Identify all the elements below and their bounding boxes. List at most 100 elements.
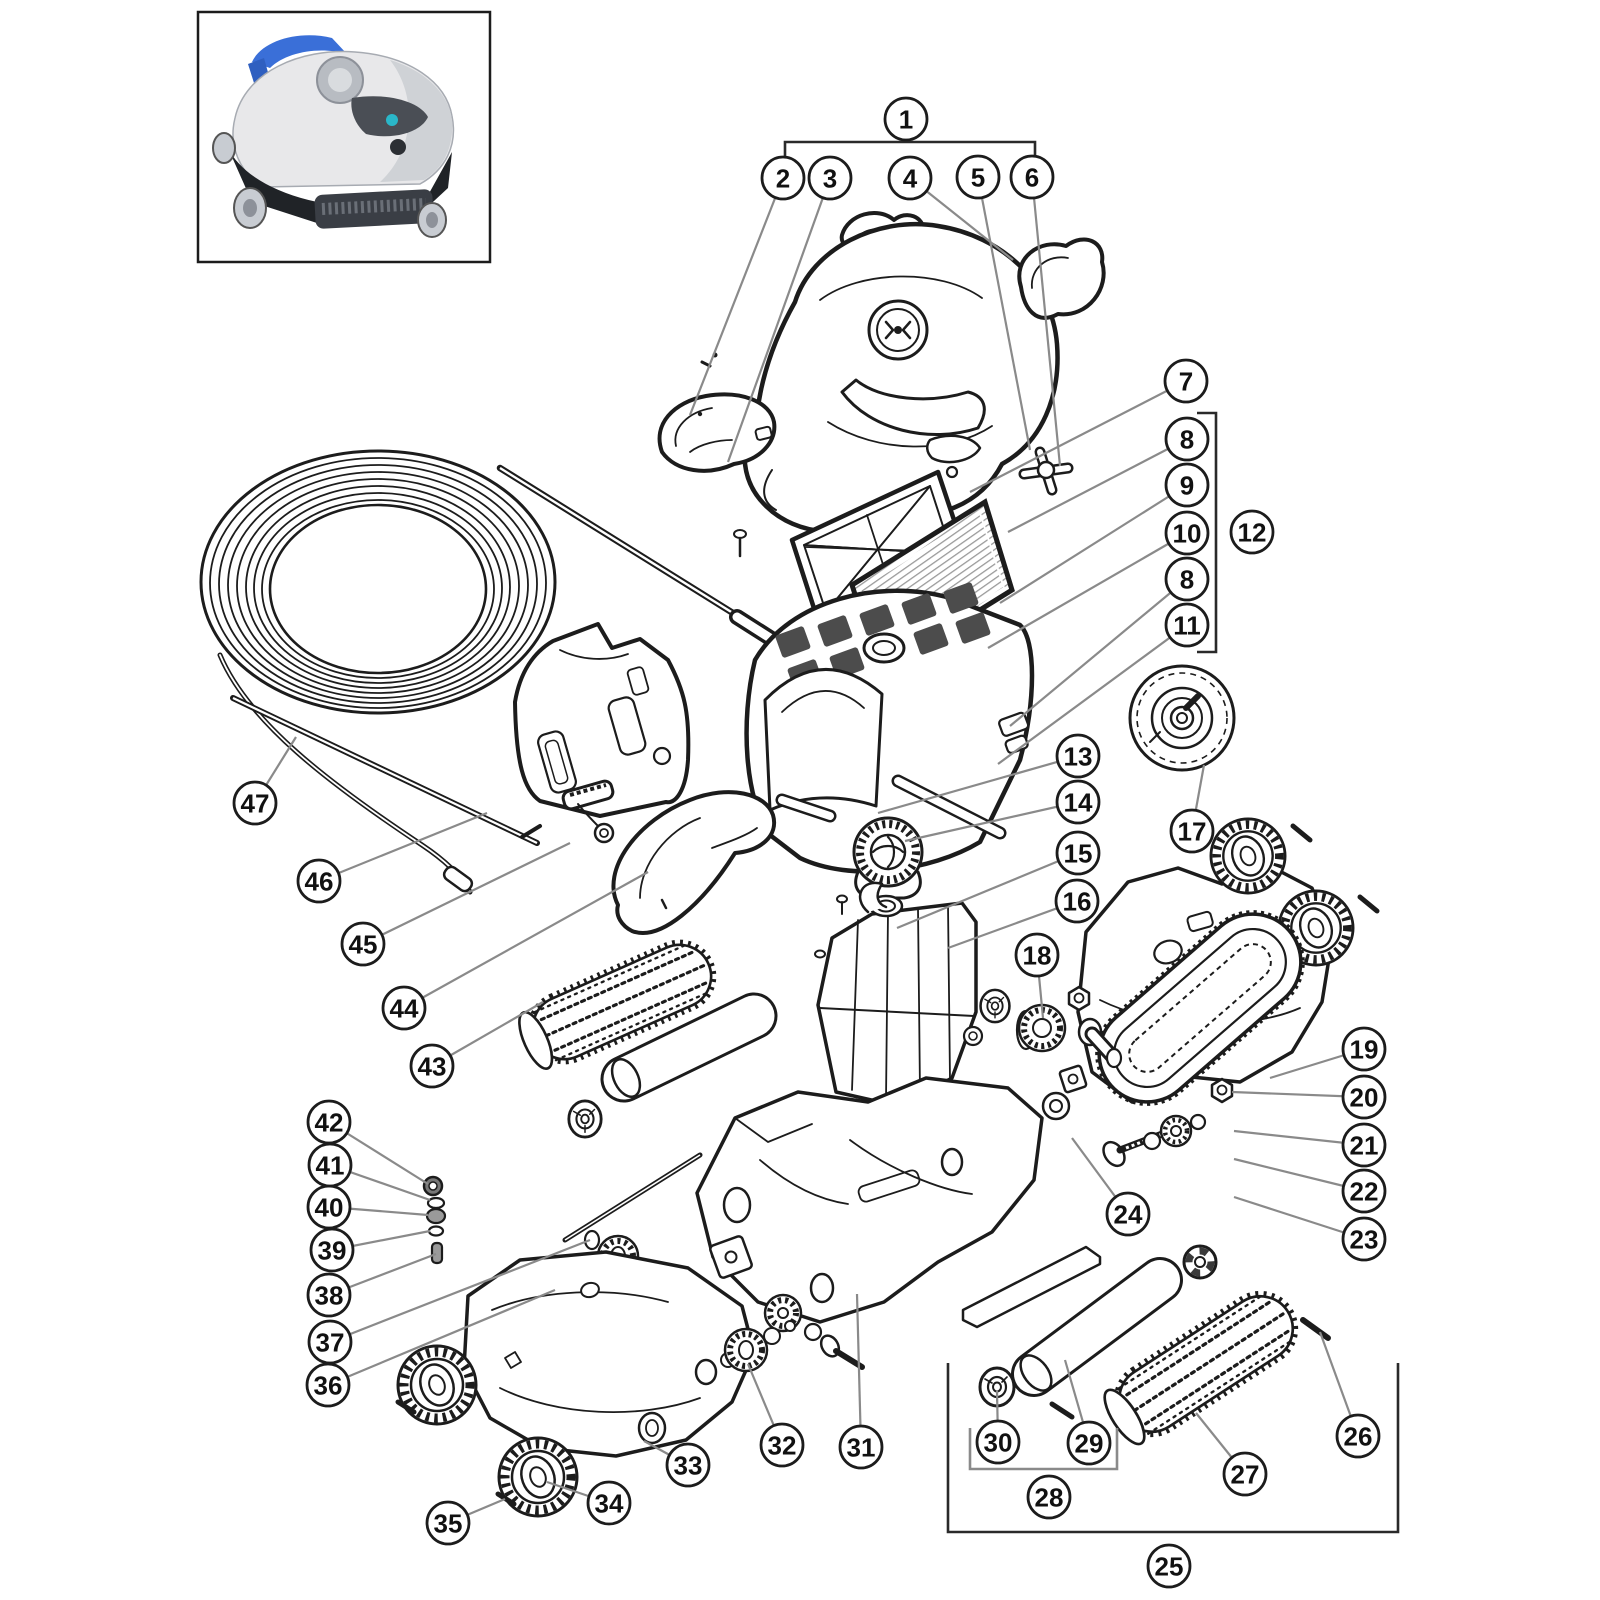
callout-7[interactable]: 7 [1163,358,1209,404]
callout-number: 6 [1025,162,1039,192]
wheel-ring-small [1182,1244,1218,1280]
callout-number: 12 [1238,517,1267,547]
callout-21[interactable]: 21 [1341,1122,1387,1168]
callout-20[interactable]: 20 [1341,1074,1387,1120]
callout-number: 39 [318,1235,347,1265]
callout-number: 35 [434,1508,463,1538]
hardware-stack [422,1175,447,1265]
leader-line-14 [904,800,1079,843]
leader-line-37 [329,1238,591,1344]
impeller [852,816,924,900]
callout-31[interactable]: 31 [838,1424,884,1470]
leader-line-31 [855,1293,863,1448]
callout-46[interactable]: 46 [296,858,342,904]
callout-number: 46 [305,866,334,896]
callout-8[interactable]: 8 [1164,416,1210,462]
callout-6[interactable]: 6 [1009,154,1055,200]
callout-number: 40 [315,1192,344,1222]
knobby-wheel-left-1 [398,1346,476,1424]
callout-number: 2 [776,163,790,193]
callout-30[interactable]: 30 [975,1419,1021,1465]
leader-line-8 [1007,438,1188,533]
callout-44[interactable]: 44 [381,985,427,1031]
callout-number: 15 [1064,838,1093,868]
callout-5[interactable]: 5 [955,154,1001,200]
leader-line-3 [726,177,832,463]
callout-11[interactable]: 11 [1164,602,1210,648]
callout-13[interactable]: 13 [1055,733,1101,779]
handle-pole-lower [230,695,542,846]
callout-17[interactable]: 17 [1169,808,1215,854]
callout-39[interactable]: 39 [309,1227,355,1273]
callout-25[interactable]: 25 [1146,1543,1192,1589]
callout-24[interactable]: 24 [1105,1191,1151,1237]
leader-line-5 [976,176,1032,451]
bracket-12 [1197,411,1218,654]
callout-9[interactable]: 9 [1164,462,1210,508]
callout-33[interactable]: 33 [665,1442,711,1488]
callout-14[interactable]: 14 [1055,779,1101,825]
callout-38[interactable]: 38 [306,1272,352,1318]
callout-28[interactable]: 28 [1026,1474,1072,1520]
callout-16[interactable]: 16 [1054,878,1100,924]
callout-number: 20 [1350,1082,1379,1112]
knobby-wheel-right-1 [1211,819,1285,893]
callout-27[interactable]: 27 [1222,1451,1268,1497]
callout-19[interactable]: 19 [1341,1026,1387,1072]
callout-45[interactable]: 45 [340,921,386,967]
callout-number: 16 [1063,886,1092,916]
bearing-pulley-cluster [962,985,1123,1121]
callout-2[interactable]: 2 [760,155,806,201]
axle-pin-tick [395,1399,417,1415]
leader-line-44 [403,871,649,1009]
callout-number: 43 [418,1051,447,1081]
axle-pin-tick [495,1491,517,1507]
callout-32[interactable]: 32 [759,1422,805,1468]
callout-15[interactable]: 15 [1055,830,1101,876]
callout-number: 21 [1350,1130,1379,1160]
splined-gear-stack [694,1320,796,1386]
callout-number: 22 [1350,1176,1379,1206]
callout-47[interactable]: 47 [232,780,278,826]
callout-12[interactable]: 12 [1229,509,1275,555]
callout-23[interactable]: 23 [1341,1216,1387,1262]
callout-40[interactable]: 40 [306,1184,352,1230]
callout-1[interactable]: 1 [883,96,929,142]
callout-number: 29 [1075,1428,1104,1458]
bracket-1 [783,140,1037,157]
top-cover-housing [700,211,1060,534]
callout-10[interactable]: 10 [1164,510,1210,556]
bracket-25 [946,1363,1400,1534]
callout-number: 13 [1064,741,1093,771]
callout-29[interactable]: 29 [1066,1420,1112,1466]
callout-number: 3 [823,163,837,193]
callout-number: 28 [1035,1482,1064,1512]
kidney-flap [1017,237,1106,320]
hose-coil [199,449,557,895]
callout-number: 47 [241,788,270,818]
callout-4[interactable]: 4 [887,155,933,201]
callout-number: 23 [1350,1224,1379,1254]
axle-pin-tick [1290,823,1313,843]
callout-26[interactable]: 26 [1335,1413,1381,1459]
callout-37[interactable]: 37 [307,1319,353,1365]
square-bar [961,1245,1102,1329]
callout-number: 32 [768,1430,797,1460]
callout-18[interactable]: 18 [1014,932,1060,978]
callout-22[interactable]: 22 [1341,1168,1387,1214]
callout-3[interactable]: 3 [807,155,853,201]
callout-34[interactable]: 34 [586,1480,632,1526]
callout-8[interactable]: 8 [1164,556,1210,602]
callout-36[interactable]: 36 [305,1362,351,1408]
callout-number: 7 [1179,366,1193,396]
callout-42[interactable]: 42 [306,1099,352,1145]
callout-number: 44 [390,993,419,1023]
callout-41[interactable]: 41 [307,1142,353,1188]
callout-35[interactable]: 35 [425,1500,471,1546]
axle-pin-tick [1357,894,1380,914]
callout-number: 8 [1180,564,1194,594]
callout-43[interactable]: 43 [409,1043,455,1089]
drive-motor-block [814,881,978,1108]
callout-number: 25 [1155,1551,1184,1581]
